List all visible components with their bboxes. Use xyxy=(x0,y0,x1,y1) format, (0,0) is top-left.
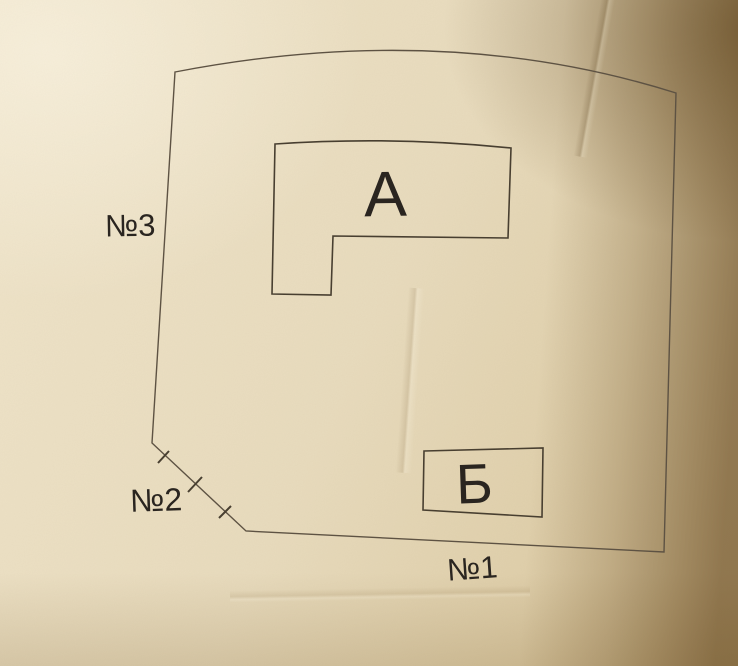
parcel-3-label: №3 xyxy=(104,207,156,244)
parcel-2-label: №2 xyxy=(129,481,183,519)
building-b-label: Б xyxy=(454,451,494,516)
parcel-1-label: №1 xyxy=(445,549,499,588)
building-a-label: А xyxy=(363,157,408,231)
